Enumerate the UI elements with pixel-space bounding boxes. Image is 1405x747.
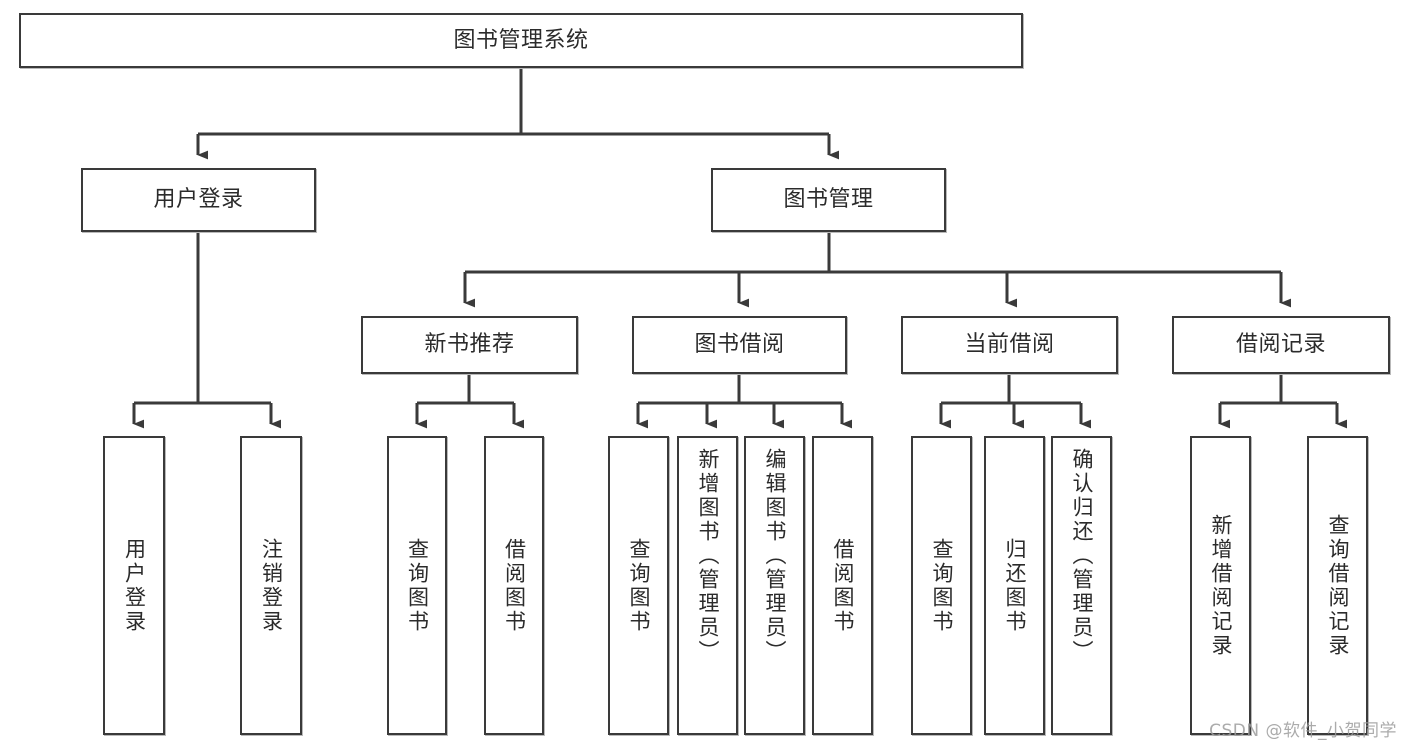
node-leaf-query-borrow-record-label: 查询借阅记录 — [1326, 513, 1350, 658]
node-leaf-borrow-book[interactable]: 借阅图书 — [812, 436, 873, 735]
node-user-login[interactable]: 用户登录 — [81, 168, 316, 232]
node-leaf-user-login[interactable]: 用户登录 — [103, 436, 165, 735]
node-current-borrow[interactable]: 当前借阅 — [901, 316, 1118, 374]
node-user-login-label: 用户登录 — [153, 187, 244, 213]
node-leaf-query-book-borrow[interactable]: 查询图书 — [608, 436, 669, 735]
watermark-text: CSDN @软件_小贺同学 — [1209, 721, 1397, 741]
connector-group-book-manage — [463, 232, 1292, 308]
node-leaf-add-borrow-record[interactable]: 新增借阅记录 — [1190, 436, 1251, 735]
node-leaf-edit-book-admin-label: 编辑图书（管理员） — [763, 448, 787, 664]
node-current-borrow-label: 当前借阅 — [964, 332, 1055, 358]
connector-group-current-borrow — [939, 374, 1092, 429]
node-new-book-recommend-label: 新书推荐 — [424, 332, 515, 358]
node-leaf-add-book-admin-label: 新增图书（管理员） — [696, 448, 720, 664]
node-leaf-query-book-current-label: 查询图书 — [930, 537, 954, 634]
connector-group-root — [196, 68, 840, 160]
node-leaf-add-borrow-record-label: 新增借阅记录 — [1209, 513, 1233, 658]
node-root-system[interactable]: 图书管理系统 — [19, 13, 1023, 68]
node-leaf-return-book-label: 归还图书 — [1003, 537, 1027, 634]
connector-group-borrow-book — [636, 374, 853, 429]
node-leaf-borrow-book-new[interactable]: 借阅图书 — [484, 436, 544, 735]
node-leaf-query-book-current[interactable]: 查询图书 — [911, 436, 972, 735]
node-borrow-record-label: 借阅记录 — [1235, 332, 1326, 358]
node-leaf-confirm-return-admin[interactable]: 确认归还（管理员） — [1051, 436, 1112, 735]
node-leaf-logout[interactable]: 注销登录 — [240, 436, 302, 735]
node-leaf-borrow-book-label: 借阅图书 — [831, 537, 855, 634]
node-leaf-user-login-label: 用户登录 — [122, 537, 147, 634]
node-leaf-logout-label: 注销登录 — [259, 537, 284, 634]
connector-group-user-login — [132, 232, 282, 429]
connector-group-new-book — [415, 374, 525, 429]
connector-group-borrow-record — [1218, 374, 1348, 429]
node-book-management[interactable]: 图书管理 — [711, 168, 946, 232]
node-book-borrow-label: 图书借阅 — [694, 332, 785, 358]
node-book-borrow[interactable]: 图书借阅 — [632, 316, 847, 374]
node-leaf-edit-book-admin[interactable]: 编辑图书（管理员） — [744, 436, 805, 735]
node-leaf-add-book-admin[interactable]: 新增图书（管理员） — [677, 436, 738, 735]
node-leaf-return-book[interactable]: 归还图书 — [984, 436, 1045, 735]
node-leaf-query-book-new[interactable]: 查询图书 — [387, 436, 447, 735]
node-root-label: 图书管理系统 — [453, 27, 589, 53]
node-leaf-borrow-book-new-label: 借阅图书 — [502, 537, 527, 634]
node-leaf-query-borrow-record[interactable]: 查询借阅记录 — [1307, 436, 1368, 735]
node-book-management-label: 图书管理 — [783, 187, 874, 213]
node-leaf-confirm-return-admin-label: 确认归还（管理员） — [1070, 448, 1094, 664]
node-leaf-query-book-new-label: 查询图书 — [405, 537, 430, 634]
node-new-book-recommend[interactable]: 新书推荐 — [361, 316, 578, 374]
node-borrow-record[interactable]: 借阅记录 — [1172, 316, 1390, 374]
node-leaf-query-book-borrow-label: 查询图书 — [627, 537, 651, 634]
